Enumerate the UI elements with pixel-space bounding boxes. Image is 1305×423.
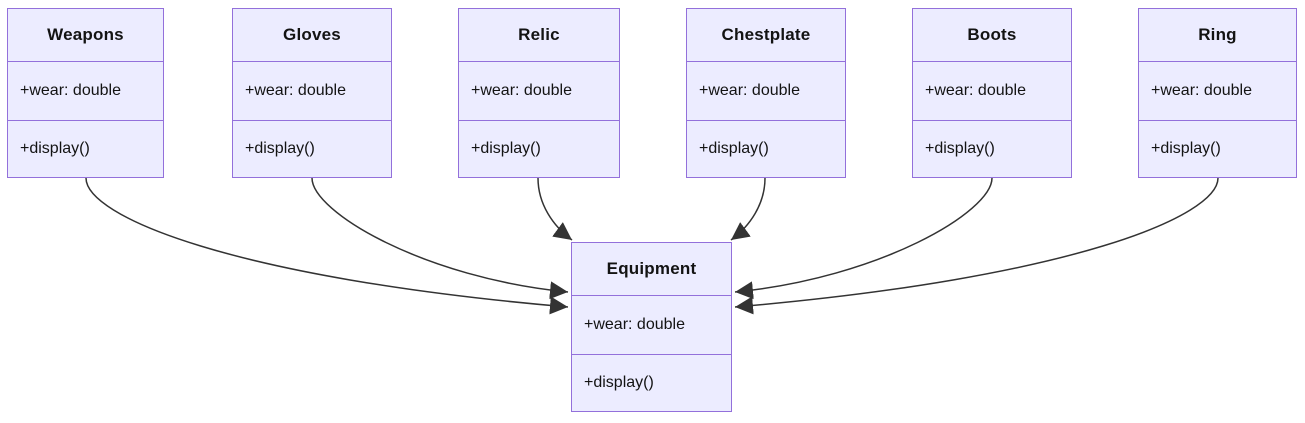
class-method: +display() [1151,140,1221,157]
class-attribute: +wear: double [913,62,1071,121]
edge-chestplate-to-equipment [730,177,766,241]
class-box-chestplate: Chestplate +wear: double +display() [686,8,846,178]
class-box-ring: Ring +wear: double +display() [1138,8,1297,178]
class-method: +display() [584,374,654,391]
class-method: +display() [925,140,995,157]
class-title: Relic [459,9,619,62]
edge-relic-to-equipment [537,177,573,241]
class-title: Boots [913,9,1071,62]
class-box-gloves: Gloves +wear: double +display() [232,8,392,178]
edge-weapons-to-equipment [85,177,569,315]
class-attribute: +wear: double [1139,62,1296,121]
class-title: Ring [1139,9,1296,62]
class-attribute: +wear: double [572,296,731,355]
class-title: Gloves [233,9,391,62]
class-title: Weapons [8,9,163,62]
class-method: +display() [699,140,769,157]
class-title: Equipment [572,243,731,296]
edge-ring-to-equipment [734,177,1219,315]
class-method: +display() [245,140,315,157]
class-box-relic: Relic +wear: double +display() [458,8,620,178]
class-box-boots: Boots +wear: double +display() [912,8,1072,178]
class-attribute: +wear: double [687,62,845,121]
class-method: +display() [471,140,541,157]
class-method: +display() [20,140,90,157]
class-title: Chestplate [687,9,845,62]
class-attribute: +wear: double [233,62,391,121]
class-attribute: +wear: double [8,62,163,121]
class-box-equipment: Equipment +wear: double +display() [571,242,732,412]
edge-boots-to-equipment [734,177,993,300]
class-attribute: +wear: double [459,62,619,121]
edge-gloves-to-equipment [311,177,569,300]
class-box-weapons: Weapons +wear: double +display() [7,8,164,178]
